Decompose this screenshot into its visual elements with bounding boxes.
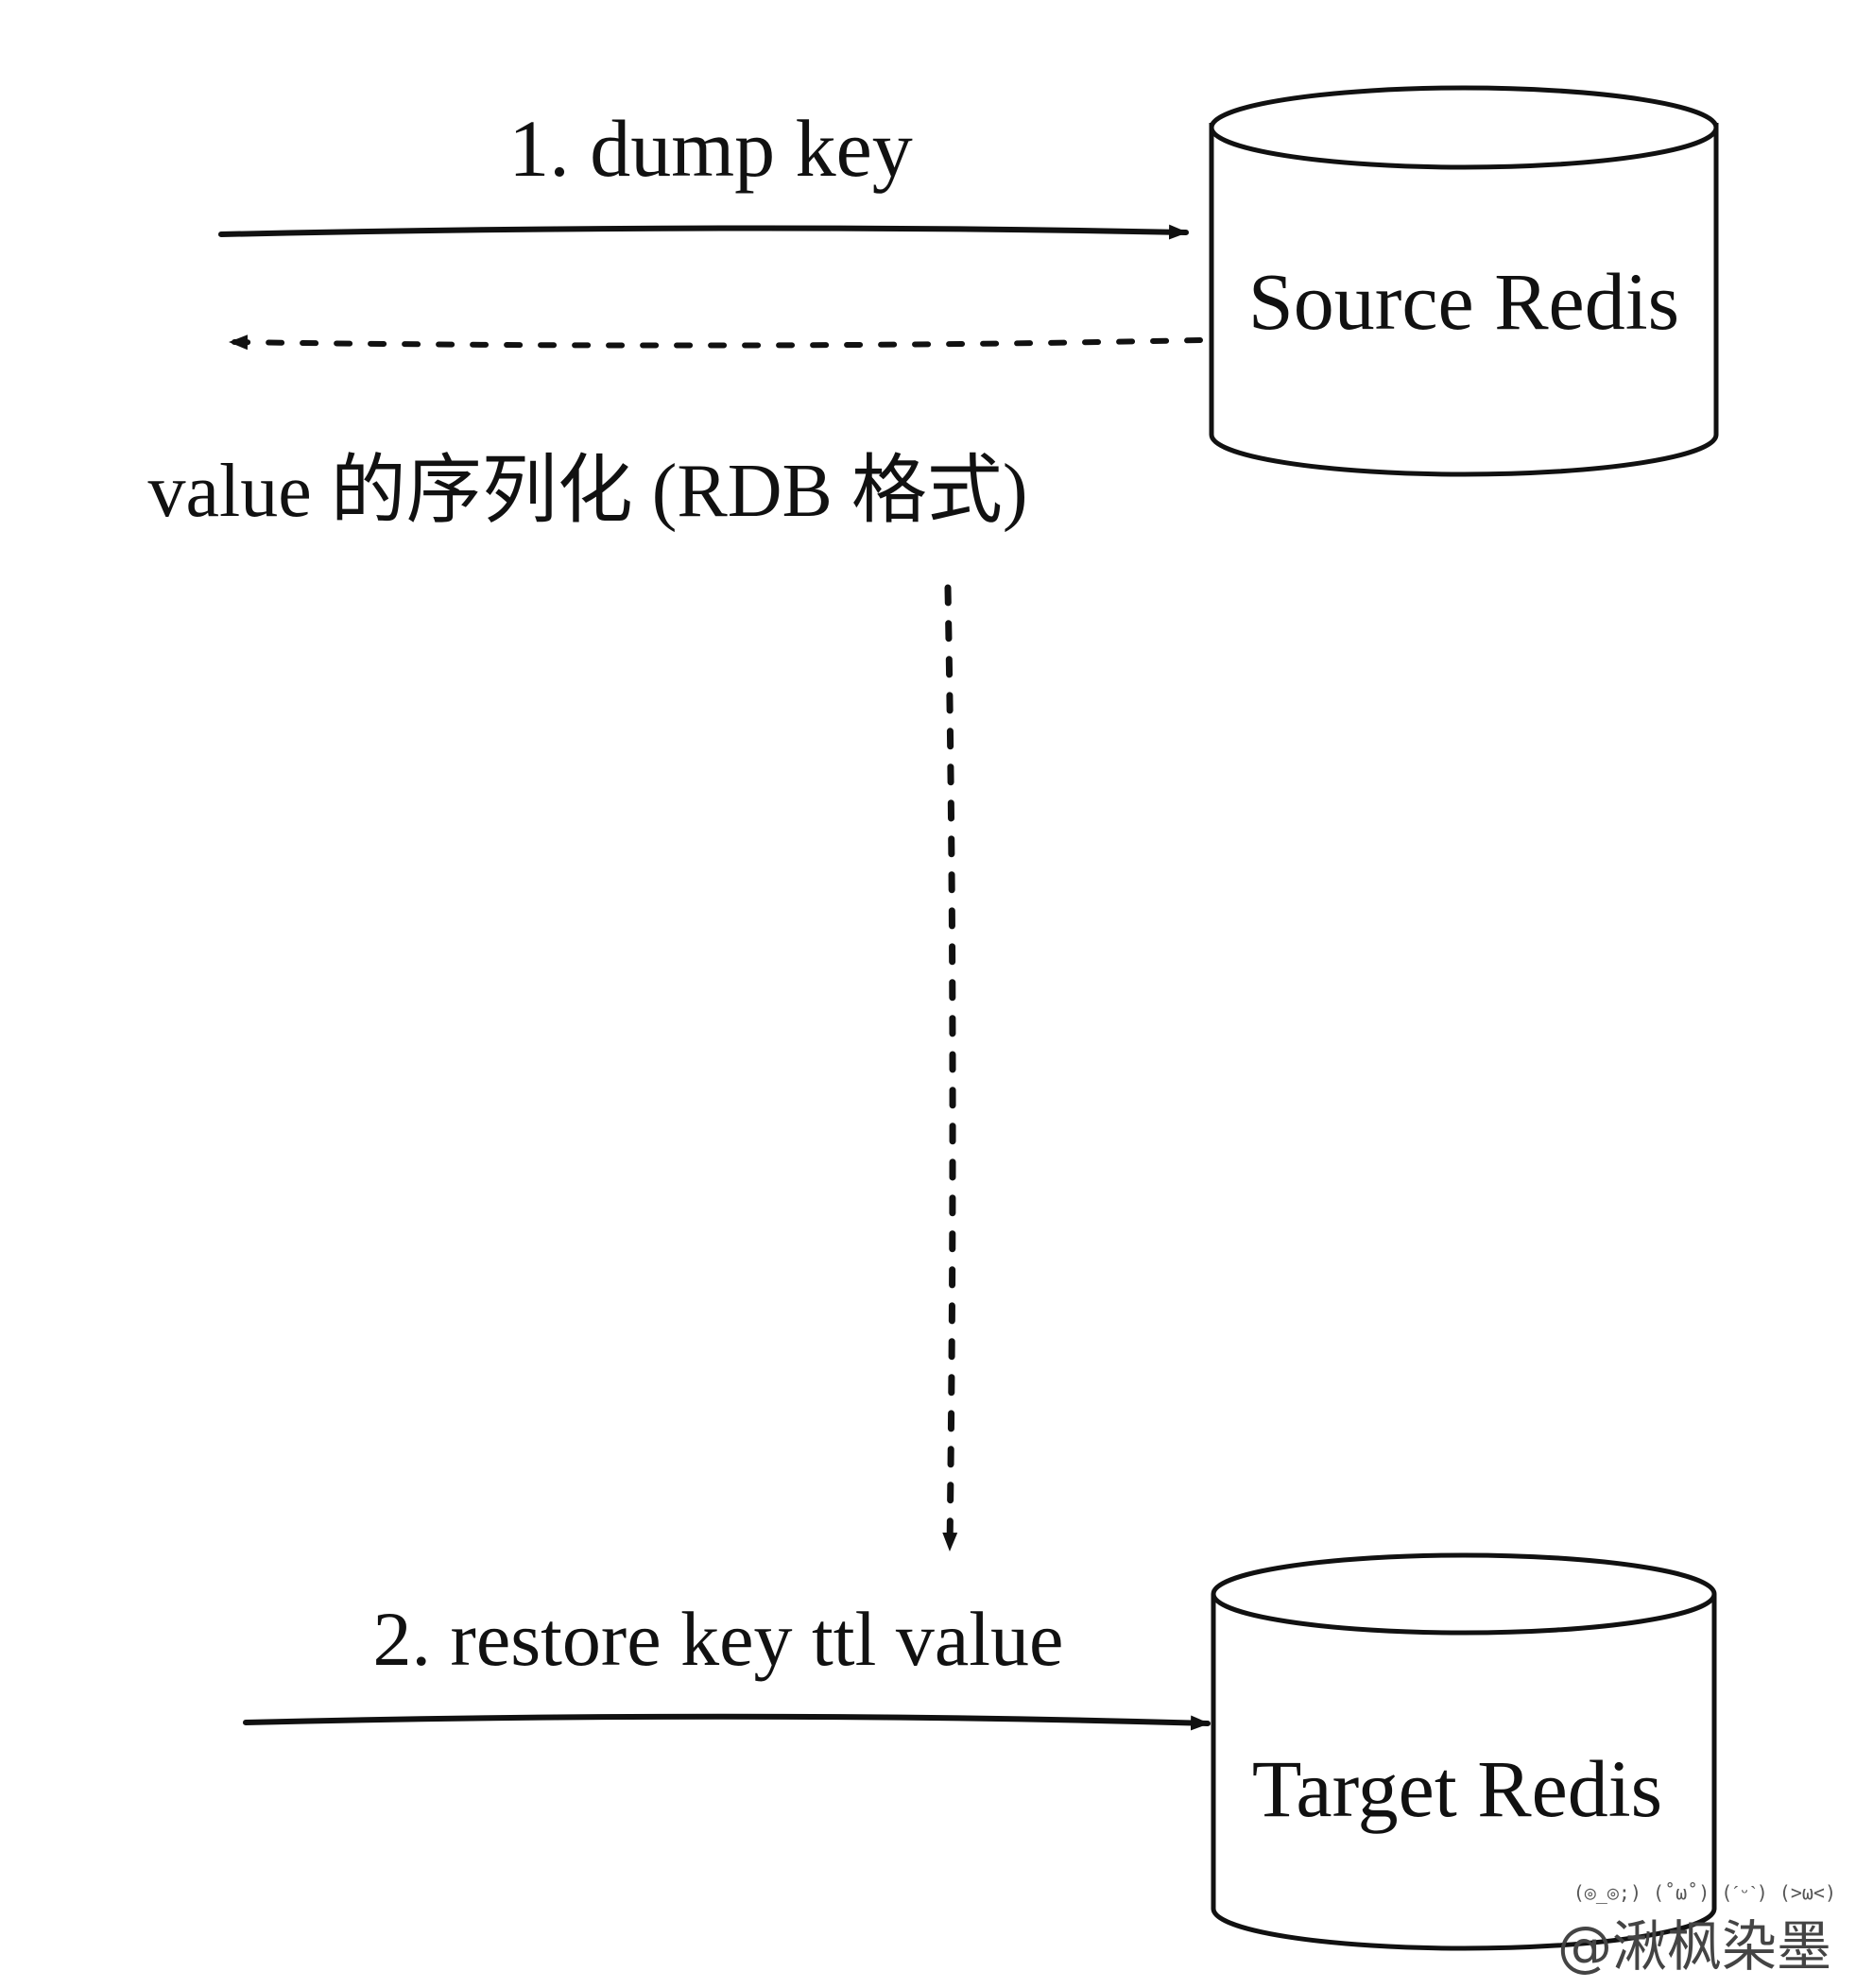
source-redis-cylinder-top (1209, 85, 1719, 170)
serialized-value-arrow (228, 334, 1203, 351)
dump-key-label: 1. dump key (508, 103, 913, 194)
watermark-handle: @湫枫染墨 (1557, 1914, 1831, 1979)
watermark-emoticons: (◎_◎;) (˚ω˚) (ˊᵕˋ) (>ω<) (1573, 1881, 1836, 1904)
restore-arrow (243, 1713, 1211, 1731)
dump-key-edge: 1. dump key (218, 103, 1189, 240)
dump-key-arrow (218, 224, 1189, 240)
target-redis-cylinder-top (1211, 1552, 1717, 1636)
transfer-edge (942, 584, 958, 1553)
source-redis-cylinder-body (1209, 123, 1719, 477)
target-redis-node: Target Redis (1211, 1552, 1717, 1951)
watermark: (◎_◎;) (˚ω˚) (ˊᵕˋ) (>ω<) @湫枫染墨 (1557, 1881, 1836, 1979)
serialized-value-label: value 的序列化 (RDB 格式) (147, 450, 1027, 533)
restore-edge: 2. restore key ttl value (243, 1596, 1211, 1731)
transfer-arrow (942, 584, 958, 1553)
source-redis-node: Source Redis (1209, 85, 1719, 477)
serialized-value-edge: value 的序列化 (RDB 格式) (147, 334, 1203, 533)
restore-label: 2. restore key ttl value (373, 1596, 1064, 1682)
target-redis-label: Target Redis (1252, 1743, 1662, 1834)
source-redis-label: Source Redis (1248, 256, 1679, 347)
target-redis-cylinder-body (1211, 1594, 1717, 1951)
